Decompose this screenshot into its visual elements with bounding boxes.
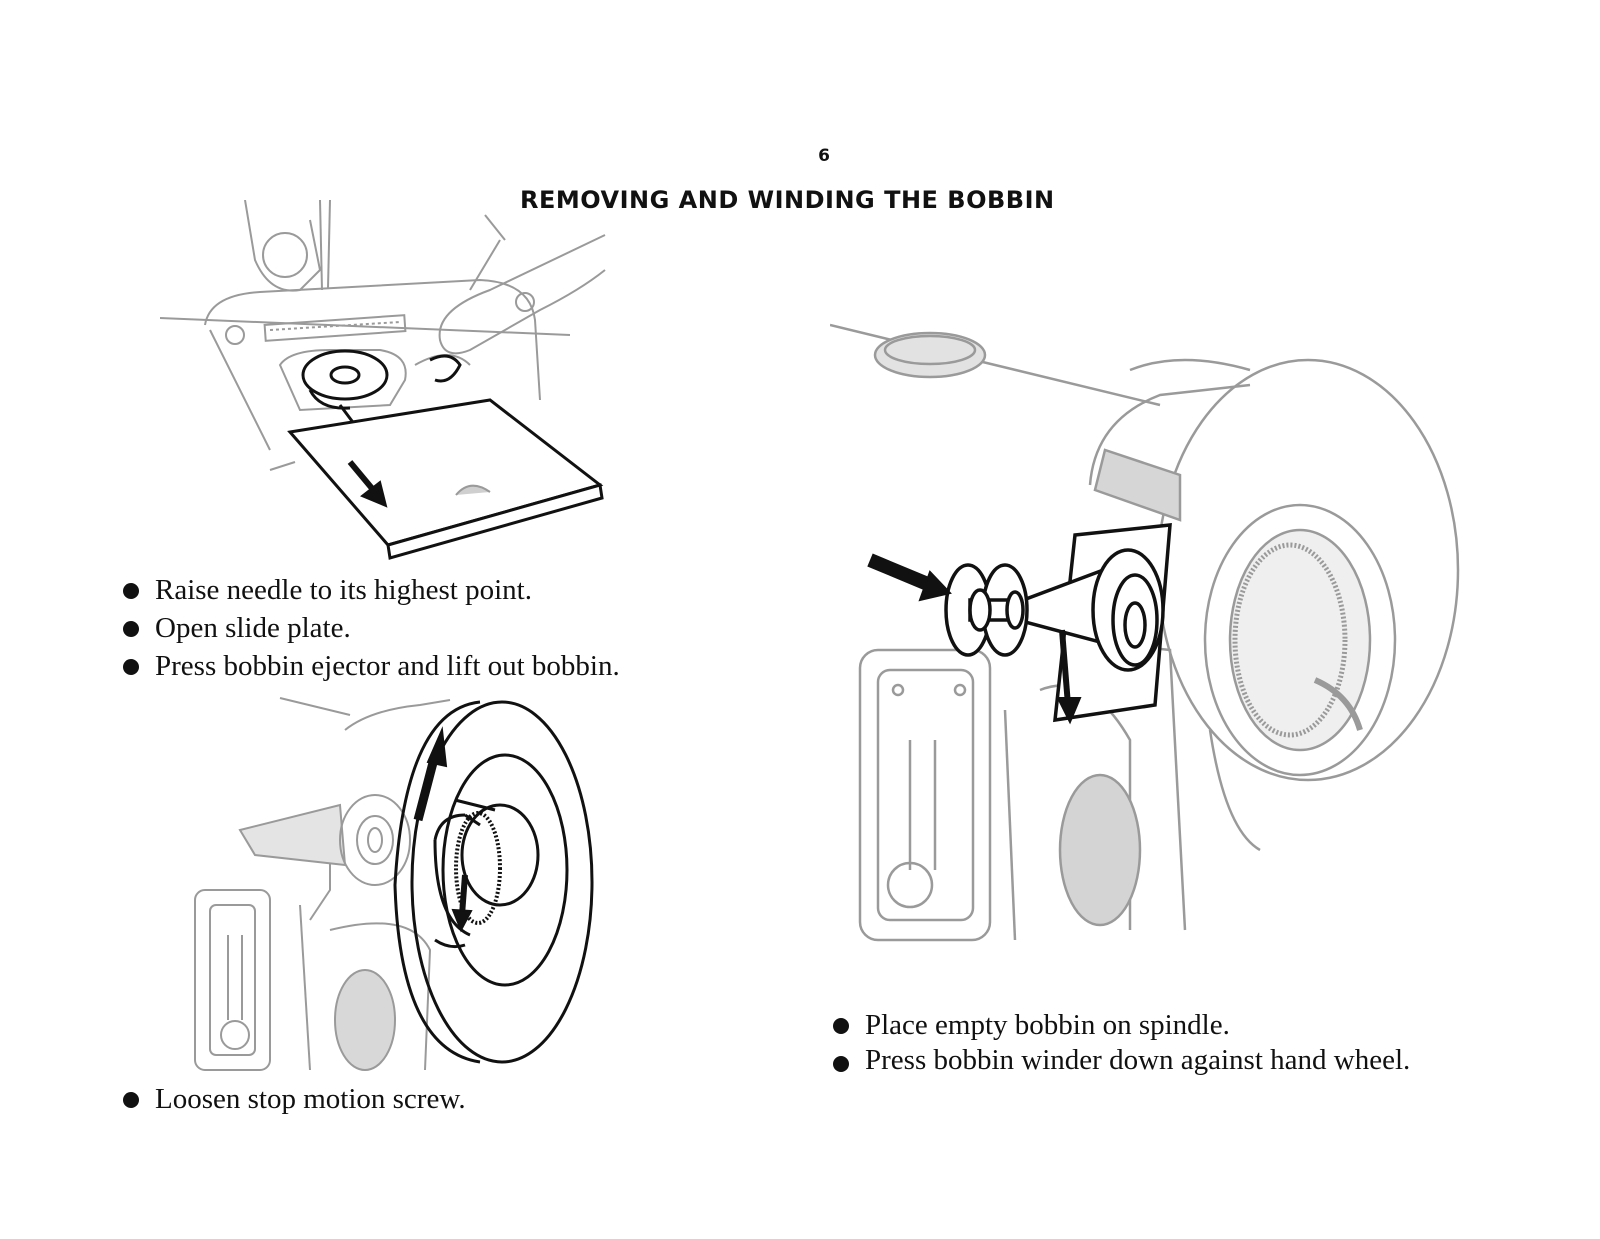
step-place-bobbin: Place empty bobbin on spindle. [833,1006,1473,1044]
page-title: REMOVING AND WINDING THE BOBBIN [520,186,1055,214]
stop-motion-illustration [194,697,594,1071]
step-open-slide-plate: Open slide plate. [123,609,743,647]
bobbin-winder-illustration [830,323,1460,942]
step-press-winder: Press bobbin winder down against hand wh… [833,1044,1473,1076]
page-number: 6 [818,146,830,166]
stop-motion-steps: Loosen stop motion screw. [123,1080,623,1118]
step-raise-needle: Raise needle to its highest point. [123,571,743,609]
remove-bobbin-steps: Raise needle to its highest point. Open … [123,571,743,685]
step-press-ejector: Press bobbin ejector and lift out bobbin… [123,647,743,685]
step-loosen-screw: Loosen stop motion screw. [123,1080,623,1118]
wind-bobbin-steps: Place empty bobbin on spindle. Press bob… [833,1006,1473,1076]
slide-plate-illustration [159,200,606,560]
